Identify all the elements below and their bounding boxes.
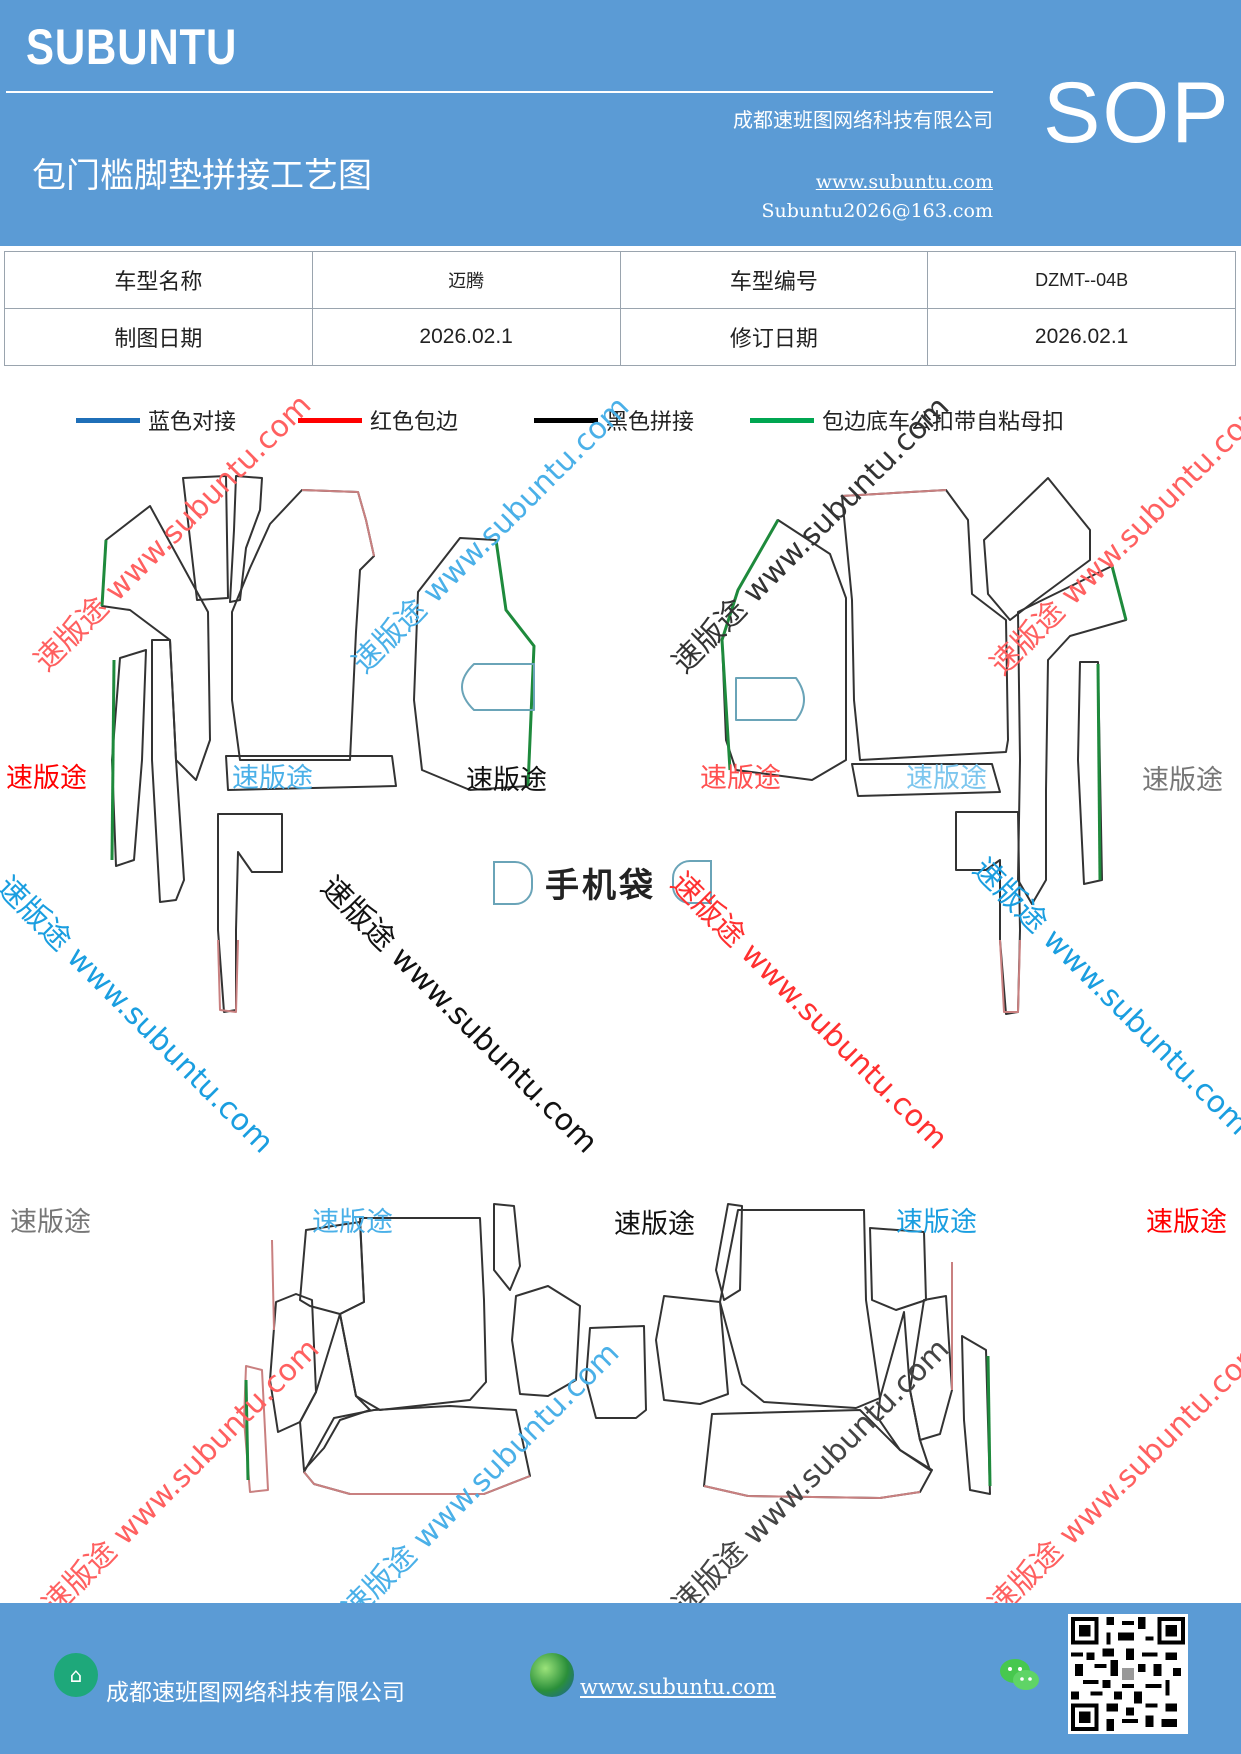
rear-mat-group — [243, 1203, 992, 1499]
legend-green: 包边底车公扣带自粘母扣 — [750, 402, 1064, 438]
website-link[interactable]: www.subuntu.com — [815, 171, 993, 193]
qr-code[interactable] — [1068, 1614, 1188, 1734]
mat-piece — [111, 649, 147, 867]
mat-piece — [511, 1285, 581, 1397]
mat-piece — [271, 1239, 275, 1331]
footer-banner: ⌂ 成都速班图网络科技有限公司 www.subuntu.com — [0, 1603, 1241, 1754]
model-code-label: 车型编号 — [619, 251, 929, 309]
mat-piece — [851, 763, 1001, 797]
mat-piece — [719, 1209, 881, 1409]
home-icon: ⌂ — [54, 1653, 98, 1697]
mat-piece — [303, 1405, 531, 1495]
mat-piece — [101, 505, 211, 781]
mat-piece — [339, 1217, 487, 1411]
document-title: 包门槛脚垫拼接工艺图 — [32, 156, 372, 196]
mat-piece — [841, 489, 947, 497]
mat-piece — [1017, 565, 1127, 905]
model-name-value: 迈腾 — [311, 251, 621, 309]
legend-black: 黑色拼接 — [534, 402, 694, 438]
table-row: 车型名称 迈腾 车型编号 DZMT--04B — [4, 251, 1236, 309]
legend-label: 黑色拼接 — [606, 410, 695, 435]
mat-piece — [1077, 661, 1103, 885]
mat-piece — [151, 639, 185, 903]
mat-piece — [299, 1221, 365, 1315]
brand-logo-text: SUBUNTU — [26, 19, 238, 75]
mat-piece — [721, 519, 847, 781]
mat-piece — [244, 1379, 250, 1481]
legend-swatch-red — [298, 417, 362, 423]
mat-piece — [715, 1203, 743, 1301]
mat-piece — [493, 1203, 521, 1291]
draw-date-value: 2026.02.1 — [311, 308, 621, 366]
mat-piece — [999, 939, 1021, 1013]
mat-piece — [585, 1325, 647, 1419]
table-row: 制图日期 2026.02.1 修订日期 2026.02.1 — [4, 308, 1236, 366]
mat-piece — [100, 539, 108, 607]
mat-piece — [494, 539, 536, 787]
mat-piece — [217, 813, 283, 1013]
legend-label: 包边底车公扣带自粘母扣 — [822, 410, 1065, 435]
mat-piece — [983, 477, 1091, 621]
legend-swatch-black — [534, 417, 598, 423]
mat-piece — [299, 1313, 371, 1471]
mat-piece — [877, 1311, 931, 1471]
legend-swatch-blue — [76, 417, 140, 423]
revise-date-value: 2026.02.1 — [927, 308, 1236, 366]
mat-piece — [110, 659, 116, 861]
email-address: Subuntu2026@163.com — [761, 200, 993, 222]
revise-date-label: 修订日期 — [619, 308, 929, 366]
globe-icon — [530, 1653, 574, 1697]
legend-swatch-green — [750, 417, 814, 423]
mat-piece — [735, 677, 805, 721]
phone-pocket-shape — [672, 860, 712, 904]
model-name-label: 车型名称 — [4, 251, 313, 309]
company-name: 成都速班图网络科技有限公司 — [733, 108, 993, 132]
mat-piece — [703, 1409, 933, 1499]
mat-piece — [961, 1335, 991, 1495]
mat-piece — [955, 811, 1021, 1015]
vehicle-info-table: 车型名称 迈腾 车型编号 DZMT--04B 制图日期 2026.02.1 修订… — [4, 251, 1236, 366]
mat-piece — [986, 1355, 992, 1487]
header-banner: SUBUNTU 成都速班图网络科技有限公司 包门槛脚垫拼接工艺图 www.sub… — [0, 0, 1241, 246]
mat-piece — [720, 519, 780, 771]
front-left-mat-group — [100, 475, 536, 1013]
mat-piece — [243, 1365, 269, 1493]
mat-piece — [301, 489, 375, 557]
mat-piece — [269, 1293, 317, 1433]
front-right-mat-group — [720, 477, 1128, 1015]
draw-date-label: 制图日期 — [4, 308, 313, 366]
mat-piece — [182, 475, 229, 601]
sop-badge: SOP — [1043, 65, 1231, 161]
phone-pocket-label: 手机袋 — [545, 866, 656, 906]
mat-piece — [869, 1227, 927, 1311]
mat-piece — [229, 475, 263, 603]
mat-pattern-drawing — [100, 475, 1128, 1499]
mat-piece — [841, 489, 1009, 761]
mat-piece — [217, 939, 239, 1013]
mat-piece — [655, 1295, 729, 1405]
footer-website-link[interactable]: www.subuntu.com — [580, 1675, 776, 1699]
legend-red: 红色包边 — [298, 402, 458, 438]
wechat-icon — [1000, 1659, 1039, 1690]
mat-piece — [703, 1485, 921, 1499]
legend-blue: 蓝色对接 — [76, 402, 236, 438]
footer-company-name: 成都速班图网络科技有限公司 — [106, 1680, 405, 1706]
phone-pocket: 手机袋 — [493, 858, 656, 907]
phone-pocket-shape — [493, 860, 533, 905]
mat-piece — [1110, 565, 1128, 621]
header-divider — [6, 91, 993, 93]
legend-label: 红色包边 — [370, 410, 459, 435]
mat-piece — [461, 663, 535, 711]
legend-label: 蓝色对接 — [148, 410, 237, 435]
model-code-value: DZMT--04B — [927, 251, 1236, 309]
mat-piece — [1096, 663, 1102, 881]
mat-piece — [225, 755, 397, 791]
mat-piece — [303, 1471, 531, 1495]
